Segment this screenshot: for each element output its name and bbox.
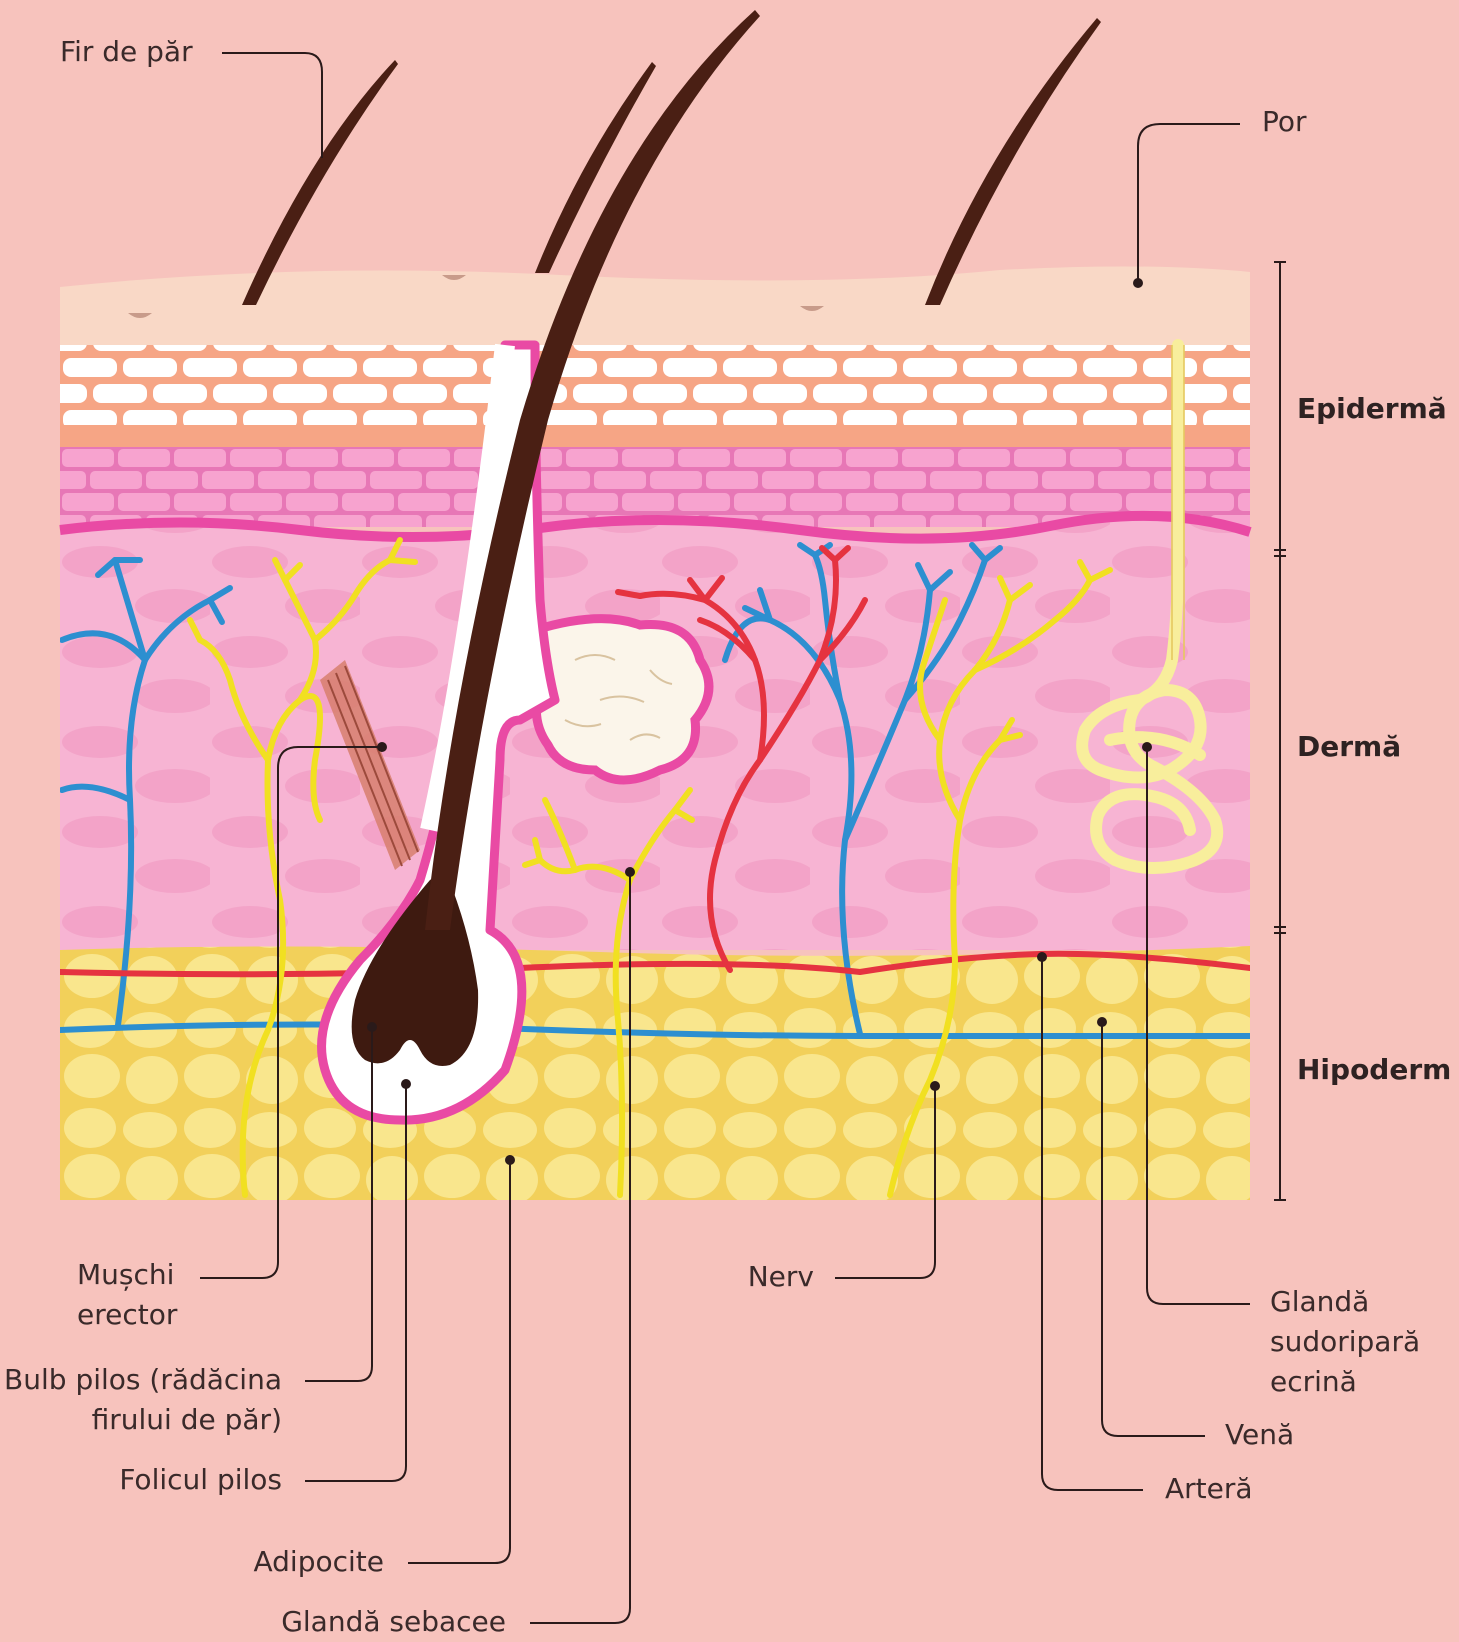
label-bulb-line2: firului de păr) <box>92 1400 282 1440</box>
layer-brackets <box>1274 262 1286 1200</box>
label-sebaceous: Glandă sebacee <box>281 1602 506 1642</box>
stratum-orange-band <box>60 425 1250 447</box>
label-muscle-line2: erector <box>77 1295 177 1335</box>
leader-adipocytes <box>408 1160 510 1563</box>
label-adipocytes: Adipocite <box>254 1542 385 1582</box>
layer-label-epidermis: Epidermă <box>1297 392 1447 425</box>
label-sweat-line2: sudoripară <box>1270 1322 1420 1362</box>
label-sweat-line3: ecrină <box>1270 1362 1357 1402</box>
label-nerve: Nerv <box>748 1257 814 1297</box>
label-pore: Por <box>1262 102 1307 142</box>
label-muscle-line1: Mușchi <box>77 1255 174 1295</box>
leader-pore <box>1138 124 1240 283</box>
label-hair-shaft: Fir de păr <box>60 32 193 72</box>
label-vein: Venă <box>1225 1415 1294 1455</box>
layer-label-hypodermis: Hipoderm <box>1297 1053 1451 1086</box>
skin-surface <box>60 266 1250 345</box>
label-follicle: Folicul pilos <box>119 1460 282 1500</box>
hypodermis-layer <box>60 946 1250 1200</box>
label-bulb-line1: Bulb pilos (rădăcina <box>4 1360 282 1400</box>
leader-hair <box>222 53 322 158</box>
layer-label-dermis: Dermă <box>1297 730 1401 763</box>
hair-1 <box>242 60 398 305</box>
label-sweat-line1: Glandă <box>1270 1282 1369 1322</box>
label-artery: Arteră <box>1165 1469 1253 1509</box>
stratum-corneum <box>60 345 1250 427</box>
sebaceous-gland <box>535 619 709 780</box>
hair-4 <box>925 18 1101 305</box>
